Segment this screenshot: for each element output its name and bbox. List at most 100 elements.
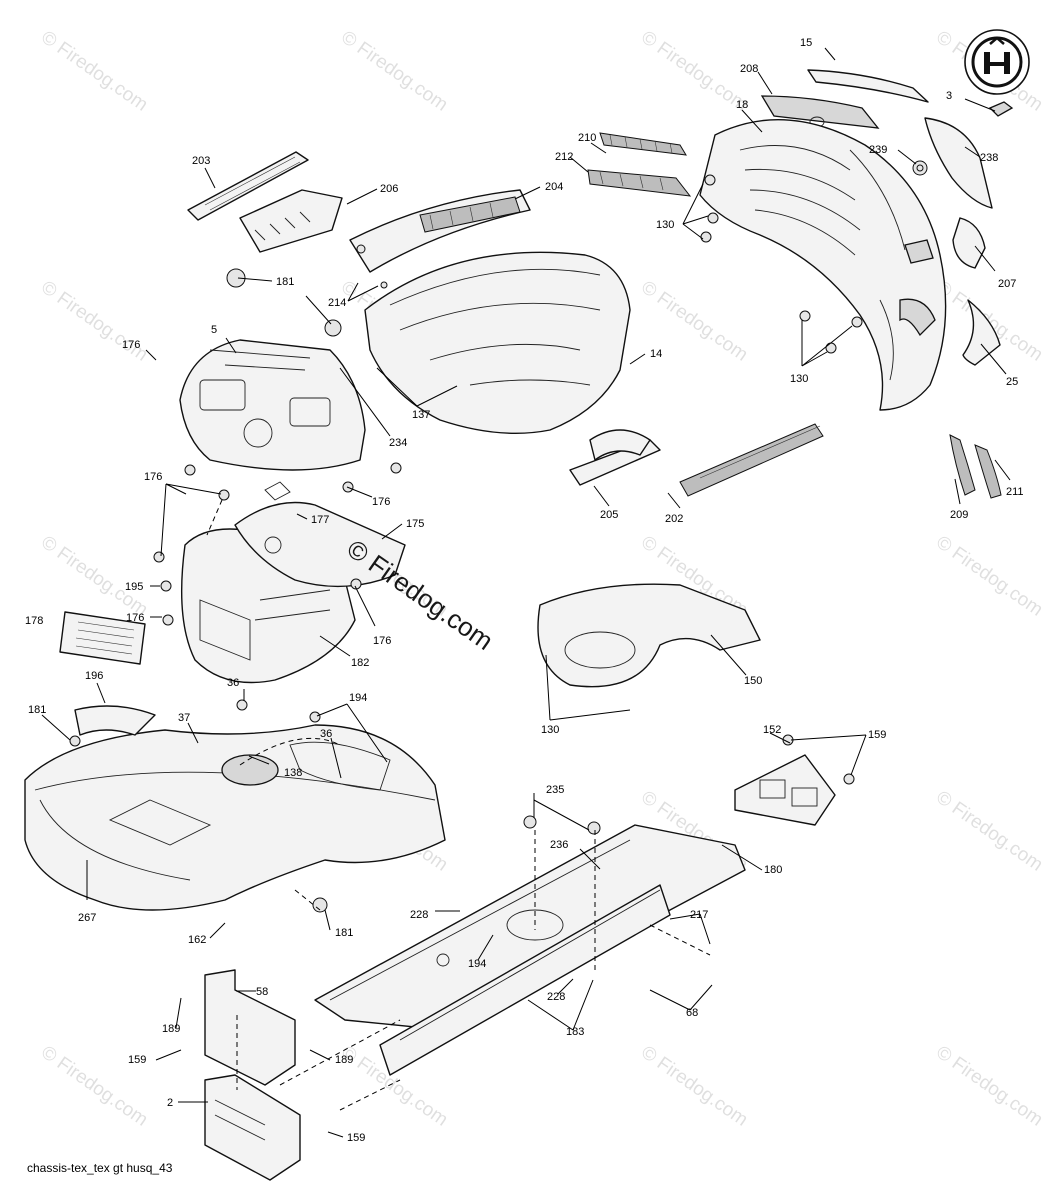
callout-68: 68 — [686, 1007, 698, 1019]
callout-130: 130 — [656, 219, 674, 231]
callout-152: 152 — [763, 724, 781, 736]
callout-236: 236 — [550, 839, 568, 851]
callout-labels: 1520831821023923821220320420613020718121… — [25, 37, 1024, 1144]
callout-159: 159 — [347, 1132, 365, 1144]
watermark-text: © Firedog.com — [37, 27, 151, 116]
part-203-rail — [187, 151, 309, 221]
callout-228: 228 — [410, 909, 428, 921]
callout-2: 2 — [167, 1097, 173, 1109]
callout-176: 176 — [122, 339, 140, 351]
callout-180: 180 — [764, 864, 782, 876]
callout-175: 175 — [406, 518, 424, 530]
callout-176: 176 — [144, 471, 162, 483]
callout-208: 208 — [740, 63, 758, 75]
watermark-text: © Firedog.com — [932, 787, 1046, 876]
part-202-grille — [679, 423, 824, 497]
part-206-duct — [239, 189, 343, 253]
callout-130: 130 — [790, 373, 808, 385]
callout-214: 214 — [328, 297, 346, 309]
callout-212: 212 — [555, 151, 573, 163]
callout-182: 182 — [351, 657, 369, 669]
part-14-hood — [364, 251, 661, 486]
callout-207: 207 — [998, 278, 1016, 290]
callout-137: 137 — [412, 409, 430, 421]
callout-206: 206 — [380, 183, 398, 195]
part-15-trim — [807, 69, 929, 103]
watermark-text: © Firedog.com — [932, 1042, 1046, 1131]
callout-181: 181 — [28, 704, 46, 716]
callout-194: 194 — [349, 692, 367, 704]
callout-176: 176 — [126, 612, 144, 624]
callout-36: 36 — [227, 677, 239, 689]
part-5-dash — [179, 339, 366, 471]
part-2-bracket — [204, 1074, 301, 1181]
callout-194: 194 — [468, 958, 486, 970]
callout-130: 130 — [541, 724, 559, 736]
watermark-text: © Firedog.com — [37, 532, 151, 621]
callout-228: 228 — [547, 991, 565, 1003]
watermark-text: © Firedog.com — [637, 1042, 751, 1131]
callout-195: 195 — [125, 581, 143, 593]
callout-203: 203 — [192, 155, 210, 167]
callout-159: 159 — [868, 729, 886, 741]
callout-178: 178 — [25, 615, 43, 627]
part-58-bracket — [204, 969, 296, 1086]
callout-5: 5 — [211, 324, 217, 336]
part-238-side — [924, 117, 993, 209]
callout-150: 150 — [744, 675, 762, 687]
callout-37: 37 — [178, 712, 190, 724]
center-watermark: © Firedog.com — [342, 533, 499, 656]
part-211-grille — [974, 444, 1002, 499]
part-18-hood — [699, 119, 947, 411]
part-25-trim — [962, 299, 1001, 366]
brand-logo — [964, 29, 1030, 117]
callout-205: 205 — [600, 509, 618, 521]
callout-14: 14 — [650, 348, 662, 360]
callout-183: 183 — [566, 1026, 584, 1038]
watermark-text: © Firedog.com — [932, 532, 1046, 621]
callout-58: 58 — [256, 986, 268, 998]
part-37-fender — [24, 705, 446, 911]
watermark-text: © Firedog.com — [337, 27, 451, 116]
callout-217: 217 — [690, 909, 708, 921]
callout-25: 25 — [1006, 376, 1018, 388]
callout-235: 235 — [546, 784, 564, 796]
callout-3: 3 — [946, 90, 952, 102]
part-150-bracket — [537, 583, 761, 688]
callout-36: 36 — [320, 728, 332, 740]
part-209-grille — [949, 434, 976, 496]
callout-189: 189 — [162, 1023, 180, 1035]
callout-239: 239 — [869, 144, 887, 156]
callout-267: 267 — [78, 912, 96, 924]
callout-210: 210 — [578, 132, 596, 144]
part-210-grille — [599, 132, 687, 156]
callout-238: 238 — [980, 152, 998, 164]
diagram-caption: chassis-tex_tex gt husq_43 — [27, 1161, 173, 1175]
callout-177: 177 — [311, 514, 329, 526]
leader-lines — [41, 47, 1011, 1138]
part-207-bracket — [952, 217, 986, 269]
callout-18: 18 — [736, 99, 748, 111]
callout-211: 211 — [1006, 486, 1024, 498]
part-178-cover — [59, 611, 146, 665]
watermark-text: © Firedog.com — [637, 27, 751, 116]
watermark-text: © Firedog.com — [37, 277, 151, 366]
part-204-hood-insert — [349, 189, 531, 273]
callout-176: 176 — [373, 635, 391, 647]
callout-162: 162 — [188, 934, 206, 946]
callout-15: 15 — [800, 37, 812, 49]
part-212-grille — [587, 169, 692, 197]
callout-209: 209 — [950, 509, 968, 521]
part-152-plate — [734, 754, 836, 826]
fasteners — [69, 164, 924, 913]
callout-234: 234 — [389, 437, 407, 449]
part-180-frame — [314, 824, 746, 1076]
part-208-panel — [760, 95, 880, 129]
assembly-guides — [206, 499, 711, 1111]
callout-176: 176 — [372, 496, 390, 508]
callout-202: 202 — [665, 513, 683, 525]
callout-204: 204 — [545, 181, 563, 193]
callout-181: 181 — [335, 927, 353, 939]
callout-159: 159 — [128, 1054, 146, 1066]
